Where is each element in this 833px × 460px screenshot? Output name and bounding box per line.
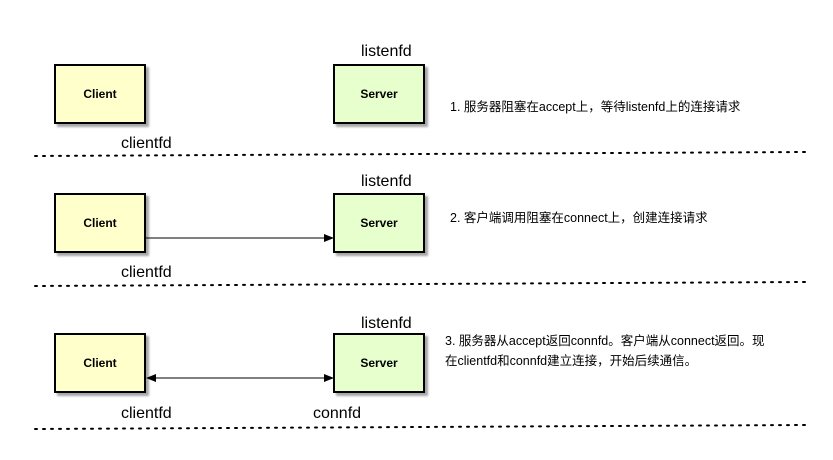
row-2-clientfd-label: clientfd: [121, 264, 172, 281]
row-2-server-label: Server: [360, 216, 398, 230]
row-3-separator: [34, 424, 806, 430]
row-1-server-box: Server: [333, 64, 425, 124]
row-3-client-box: Client: [54, 333, 146, 393]
row-2-client-label: Client: [83, 216, 117, 230]
row-1-client-box: Client: [54, 64, 146, 124]
row-1-note: 1. 服务器阻塞在accept上，等待listenfd上的连接请求: [450, 100, 741, 114]
row-3-note-line-2: 在clientfd和connfd建立连接，开始后续通信。: [445, 354, 698, 368]
row-2-separator: [34, 281, 806, 287]
row-3-server-box: Server: [333, 333, 425, 393]
row-1-client-label: Client: [83, 87, 117, 101]
row-3-listenfd-label: listenfd: [361, 315, 412, 332]
row-1-server-label: Server: [360, 87, 398, 101]
row-3-client-label: Client: [83, 356, 117, 370]
row-3-note-line-1: 3. 服务器从accept返回connfd。客户端从connect返回。现: [445, 334, 765, 348]
row-1-separator: [34, 151, 806, 157]
row-2-note: 2. 客户端调用阻塞在connect上，创建连接请求: [450, 211, 708, 225]
row-3-clientfd-label: clientfd: [121, 405, 172, 422]
row-3-server-label: Server: [360, 356, 398, 370]
row-1-listenfd-label: listenfd: [361, 43, 412, 60]
row-3-connfd-label: connfd: [313, 405, 362, 422]
row-1-clientfd-label: clientfd: [121, 135, 172, 152]
row-2-server-box: Server: [333, 193, 425, 253]
row-3-note: 3. 服务器从accept返回connfd。客户端从connect返回。现 在c…: [445, 331, 825, 371]
row-2-listenfd-label: listenfd: [361, 173, 412, 190]
row-2-client-box: Client: [54, 193, 146, 253]
